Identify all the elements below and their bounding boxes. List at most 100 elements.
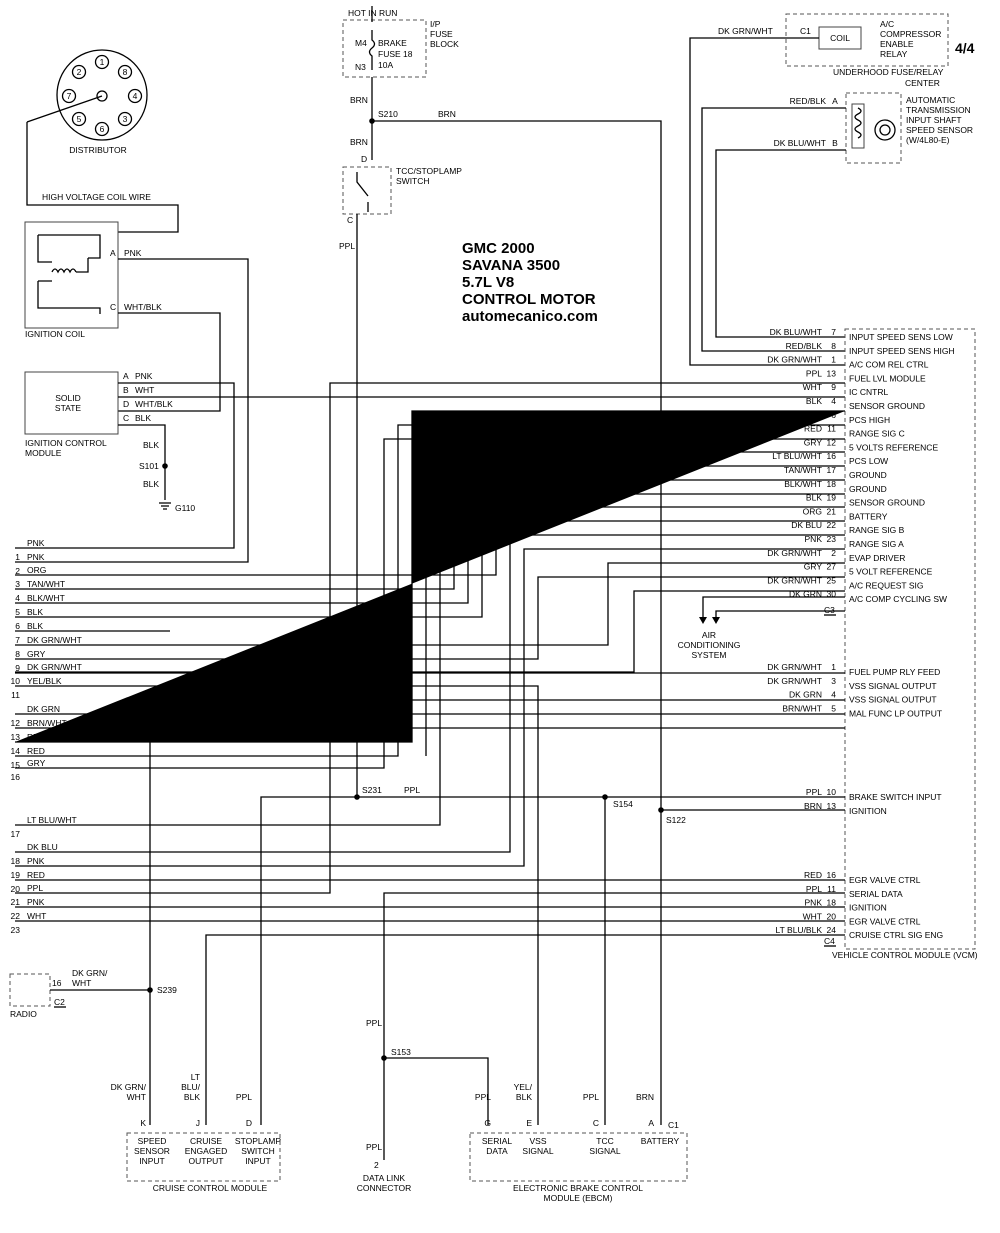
speed-sensor-label-4: SPEED SENSOR <box>906 125 973 135</box>
title-line-5: automecanico.com <box>462 308 598 325</box>
wire-color-label: YEL/ <box>514 1082 533 1092</box>
coil-label: COIL <box>830 33 850 43</box>
icm-ground-wire-1: BLK <box>143 440 159 450</box>
pin-number: 20 <box>827 911 837 921</box>
pin-function: SENSOR GROUND <box>849 498 925 508</box>
pin-function: BATTERY <box>849 511 888 521</box>
wire-color-label: LT BLU/BLK <box>776 925 823 935</box>
distributor-terminal: 5 <box>71 111 87 127</box>
wire-color-label: BLK/WHT <box>27 593 65 603</box>
pin-letter: A <box>648 1118 654 1128</box>
title-line-2: SAVANA 3500 <box>462 257 560 274</box>
page-number: 4/4 <box>955 40 975 56</box>
wire-color-label: TAN/WHT <box>784 465 822 475</box>
fuse-relay-center-label-2: CENTER <box>905 78 940 88</box>
dlc-pin: 2 <box>374 1160 379 1170</box>
icm-pin-c: C <box>123 413 129 423</box>
icm-wire-c: BLK <box>135 413 151 423</box>
wire-color-label: DK BLU <box>27 842 58 852</box>
wire-ac-relay <box>689 37 845 366</box>
wire-color-label: DK GRN/WHT <box>27 662 82 672</box>
left-pin-row: 19 PNK <box>11 856 45 880</box>
wire-radio <box>50 989 151 1125</box>
wire-color-label: BRN <box>804 801 822 811</box>
svg-text:2: 2 <box>77 67 82 77</box>
pin-number: 24 <box>827 925 837 935</box>
coil-wire-c: WHT/BLK <box>124 302 162 312</box>
wire-color-label: PPL <box>806 884 822 894</box>
coil-wire-a: PNK <box>124 248 142 258</box>
splice-s122 <box>658 807 664 813</box>
pin-number: 1 <box>831 355 836 365</box>
pin-number: 1 <box>831 662 836 672</box>
ignition-coil-label: IGNITION COIL <box>25 329 85 339</box>
pin-letter: C <box>593 1118 599 1128</box>
pin-number: 22 <box>11 911 21 921</box>
svg-text:SOLID: SOLID <box>55 393 81 403</box>
pin-number: 23 <box>11 925 21 935</box>
distributor-terminal: 7 <box>61 88 77 104</box>
svg-text:7: 7 <box>67 91 72 101</box>
pin-number: 20 <box>11 884 21 894</box>
distributor-terminal: 6 <box>94 121 110 137</box>
sensor-coil-icon <box>854 107 862 139</box>
pin-function: EGR VALVE CTRL <box>849 916 921 926</box>
pin-function: A/C COM REL CTRL <box>849 360 929 370</box>
hv-coil-wire <box>26 122 179 233</box>
fuse-block-label-3: BLOCK <box>430 39 459 49</box>
interconnect-wires <box>15 382 845 1160</box>
wire-color-label: PNK <box>27 538 45 548</box>
svg-text:4: 4 <box>133 91 138 101</box>
wire-color-label: ORG <box>27 565 46 575</box>
splice-s101-label: S101 <box>139 461 159 471</box>
pin-number: 16 <box>11 772 21 782</box>
svg-text:MODULE: MODULE <box>25 448 62 458</box>
wire-color-label: BLK <box>27 621 43 631</box>
pin-function: TCC <box>596 1136 613 1146</box>
ac-relay-label-4: RELAY <box>880 49 908 59</box>
pin-number: 21 <box>11 897 21 907</box>
wire-color-label: GRY <box>27 758 46 768</box>
radio-conn: C2 <box>54 997 65 1007</box>
pin-function: INPUT <box>139 1156 165 1166</box>
wire-color-label: PNK <box>805 534 823 544</box>
s153-wire-bot: PPL <box>366 1142 382 1152</box>
ac-relay-label-3: ENABLE <box>880 39 914 49</box>
wire-color-label: BLU/ <box>181 1082 201 1092</box>
ground-icon <box>159 502 171 510</box>
ccm-label: CRUISE CONTROL MODULE <box>153 1183 268 1193</box>
wire-color-label: PNK <box>27 856 45 866</box>
pin-number: 19 <box>11 870 21 880</box>
pin-number: 4 <box>831 396 836 406</box>
pin-number: 3 <box>831 676 836 686</box>
wire-icm-blk <box>118 424 166 500</box>
distributor-terminal: 4 <box>127 88 143 104</box>
pin-function: PCS HIGH <box>849 415 890 425</box>
radio-wire-1: DK GRN/ <box>72 968 108 978</box>
pin-number: 12 <box>11 718 21 728</box>
distributor-terminal: 8 <box>117 64 133 80</box>
pin-function: IGNITION <box>849 903 887 913</box>
pin-number: 18 <box>827 898 837 908</box>
wire-color-label: RED <box>804 870 822 880</box>
wire-color-label: PPL <box>27 883 43 893</box>
wire-color-label: DK BLU/WHT <box>770 327 822 337</box>
wire-coil-pnk <box>15 258 249 563</box>
wire-color-label: BLK/WHT <box>784 479 822 489</box>
wire-color-label: PPL <box>806 368 822 378</box>
pin-function: SERIAL <box>482 1136 513 1146</box>
pin-number: 9 <box>15 663 20 673</box>
